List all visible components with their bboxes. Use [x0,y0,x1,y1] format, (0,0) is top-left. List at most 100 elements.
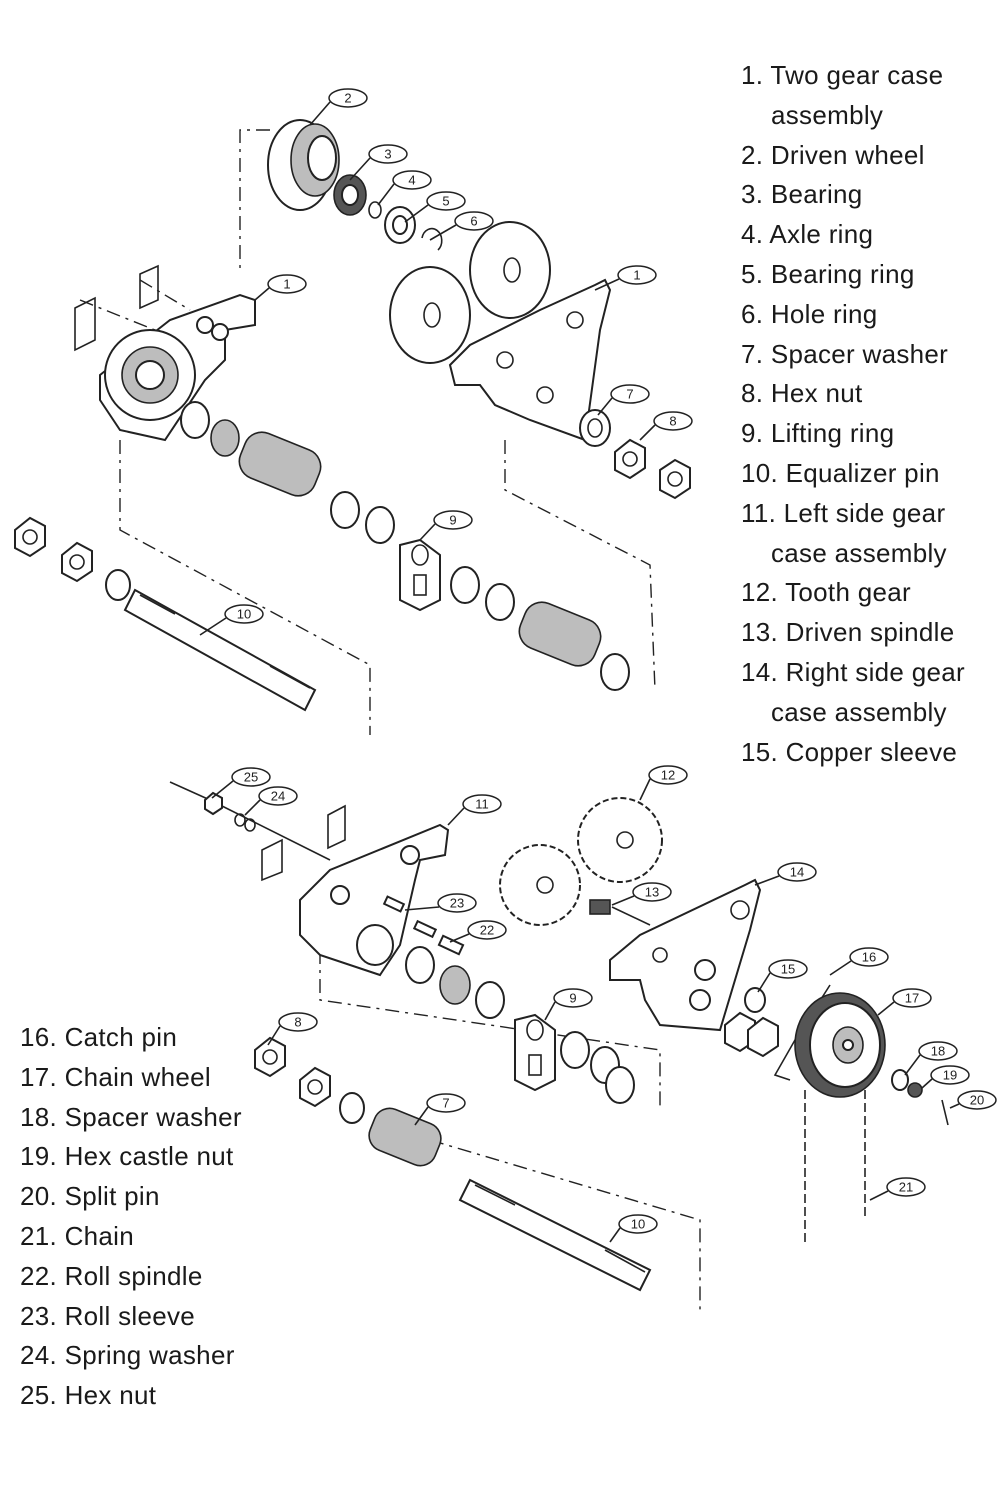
callout-number: 1 [283,277,290,292]
callout-17: 17 [877,988,932,1016]
callout-24: 24 [244,786,298,816]
callout-number: 17 [905,991,919,1006]
legend-text: Driven spindle [778,617,955,648]
callout-leader-line [254,287,270,301]
callout-14: 14 [754,862,817,886]
legend-text: Spring washer [57,1340,235,1371]
legend-item: 13. Driven spindle [741,613,965,653]
legend-item: 22. Roll spindle [20,1257,242,1297]
legend-number: 10. [741,457,779,488]
callout-leader-line [449,933,470,943]
callout-9: 9 [544,988,593,1021]
callout-number: 2 [344,91,351,106]
legend-item: 11. Left side gear [741,494,965,534]
legend-number: 15. [741,736,779,767]
lifting-ring-9-bottom [514,1013,556,1092]
legend-text: Two gear case [763,60,944,90]
callout-bubble [849,947,889,967]
legend-text: Right side gear [778,656,965,687]
hex-nut-8 [614,438,646,480]
spacer-washer-18 [891,1069,909,1091]
legend-number: 2. [741,139,764,170]
gear-case-plate-right [448,278,612,442]
callout-bubble [278,1012,318,1032]
callout-8: 8 [639,411,693,441]
legend-number: 1. [741,60,764,90]
callout-15: 15 [757,959,808,993]
callout-23: 23 [404,893,477,913]
legend-item: 4. Axle ring [741,215,965,255]
legend-item: 12. Tooth gear [741,573,965,613]
callout-leader-line [244,799,261,816]
legend-text: Hole ring [763,298,878,329]
callout-16: 16 [829,947,889,976]
callout-number: 13 [645,885,659,900]
callout-1: 1 [254,274,307,301]
callout-bubble [454,211,494,231]
callout-leader-line [904,1054,921,1076]
spring-top-2 [518,601,602,667]
callout-bubble [267,274,307,294]
callout-bubble [886,1177,926,1197]
legend-number: 20. [20,1181,58,1212]
legend-number: 22. [20,1260,58,1291]
legend-text: Chain wheel [57,1061,211,1092]
callout-2: 2 [309,88,368,126]
spacer-washer-7 [579,409,611,447]
legend-number: 21. [20,1220,58,1251]
callout-leader-line [309,101,331,126]
axle-ring-4 [368,201,382,219]
callout-leader-line [877,1001,895,1016]
callout-bubble [462,794,502,814]
callout-labels: 2345611789102524111213142322151617981819… [199,88,997,1243]
callout-bubble [648,765,688,785]
legend-item-continuation: case assembly [771,537,947,568]
legend-number: 5. [741,258,764,289]
hex-nut-left [14,516,46,558]
spacer-washer-7-bottom [339,1092,365,1124]
callout-number: 8 [669,414,676,429]
callout-1: 1 [594,265,657,291]
callout-5: 5 [404,191,466,223]
callout-leader-line [594,278,620,291]
spring-bottom [368,1107,442,1167]
callout-leader-line [757,972,771,993]
hex-nut-25 [204,791,223,816]
callout-bubble [426,191,466,211]
callout-number: 10 [631,1217,645,1232]
callout-bubble [231,767,271,787]
legend-text: Equalizer pin [778,457,940,488]
legend-number: 9. [741,418,764,449]
callout-number: 3 [384,147,391,162]
callout-12: 12 [639,765,688,801]
callout-number: 9 [569,991,576,1006]
equalizer-pin-10-bottom [458,1178,652,1292]
callout-leader-line [414,1106,429,1126]
callout-number: 8 [294,1015,301,1030]
callout-number: 4 [408,173,415,188]
legend-text: Tooth gear [778,577,911,608]
callout-10: 10 [609,1214,658,1243]
callout-11: 11 [447,794,502,826]
callout-leader-line [404,204,429,223]
legend-item: 23. Roll sleeve [20,1297,242,1337]
callout-number: 10 [237,607,251,622]
callout-leader-line [211,780,234,799]
callout-number: 21 [899,1180,913,1195]
callout-leader-line [921,1078,933,1089]
callout-leader-line [267,1025,281,1046]
callout-number: 16 [862,950,876,965]
spring-top-1 [238,431,322,497]
callout-20: 20 [949,1090,997,1110]
tooth-gear-12 [499,797,663,926]
callout-bubble [258,786,298,806]
legend-number: 18. [20,1101,58,1132]
legend-number: 13. [741,617,779,648]
legend-number: 3. [741,179,764,210]
legend-number: 8. [741,378,764,409]
legend-item: 18. Spacer washer [20,1098,242,1138]
copper-sleeve-15 [744,987,766,1013]
callout-bubble [617,265,657,285]
